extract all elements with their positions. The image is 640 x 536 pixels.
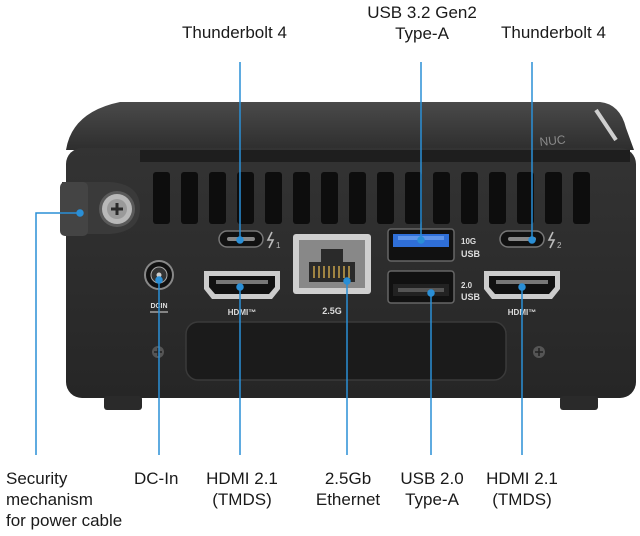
label-line-3: for power cable xyxy=(6,511,123,530)
label-dcin: DC-In xyxy=(134,468,178,489)
label-hdmi-left: HDMI 2.1 (TMDS) xyxy=(198,468,286,510)
usb32-speed-mark: 10G xyxy=(461,237,476,246)
label-text: Thunderbolt 4 xyxy=(501,23,606,42)
usb20-port xyxy=(387,270,455,304)
label-line-1: 2.5Gb xyxy=(324,469,372,488)
label-line-2: (TMDS) xyxy=(492,490,552,509)
label-line-1: HDMI 2.1 xyxy=(206,469,278,488)
lan-speed-mark: 2.5G xyxy=(322,306,342,316)
label-line-1: Security xyxy=(6,469,68,488)
label-thunderbolt-right: Thunderbolt 4 xyxy=(501,22,606,43)
usb32-usb-mark: USB xyxy=(461,249,481,259)
label-thunderbolt-left: Thunderbolt 4 xyxy=(182,22,287,43)
foot-left xyxy=(104,396,142,410)
usb20-usb-mark: USB xyxy=(461,292,481,302)
tb-left-number: 1 xyxy=(276,241,281,250)
brand-logo: NUC xyxy=(539,132,567,149)
bottom-cover-panel xyxy=(185,321,507,381)
hdmi-left-logo: HDMI™ xyxy=(228,308,256,317)
label-security: Security mechanism for power cable xyxy=(6,468,122,531)
label-text: Thunderbolt 4 xyxy=(182,23,287,42)
callout-lines xyxy=(35,62,536,455)
label-usb32: USB 3.2 Gen2 Type-A xyxy=(360,2,484,44)
usb20-speed-mark: 2.0 xyxy=(461,281,473,290)
label-line-1: USB 2.0 xyxy=(400,469,464,488)
vent-slots xyxy=(153,172,590,224)
security-bracket xyxy=(60,182,140,236)
label-line-1: HDMI 2.1 xyxy=(486,469,558,488)
label-line-2: Ethernet xyxy=(315,490,381,509)
device-top-panel xyxy=(66,102,634,150)
label-usb20: USB 2.0 Type-A xyxy=(392,468,472,510)
label-ethernet: 2.5Gb Ethernet xyxy=(308,468,388,510)
label-text: DC-In xyxy=(134,469,179,488)
foot-right xyxy=(560,396,598,410)
label-line-2: (TMDS) xyxy=(212,490,272,509)
ethernet-port xyxy=(293,234,371,294)
label-line-2: mechanism xyxy=(6,490,93,509)
label-line-2: Type-A xyxy=(395,24,449,43)
tb-right-number: 2 xyxy=(557,241,562,250)
label-hdmi-right: HDMI 2.1 (TMDS) xyxy=(478,468,566,510)
label-line-1: USB 3.2 Gen2 xyxy=(367,3,477,22)
label-line-2: Type-A xyxy=(405,490,459,509)
